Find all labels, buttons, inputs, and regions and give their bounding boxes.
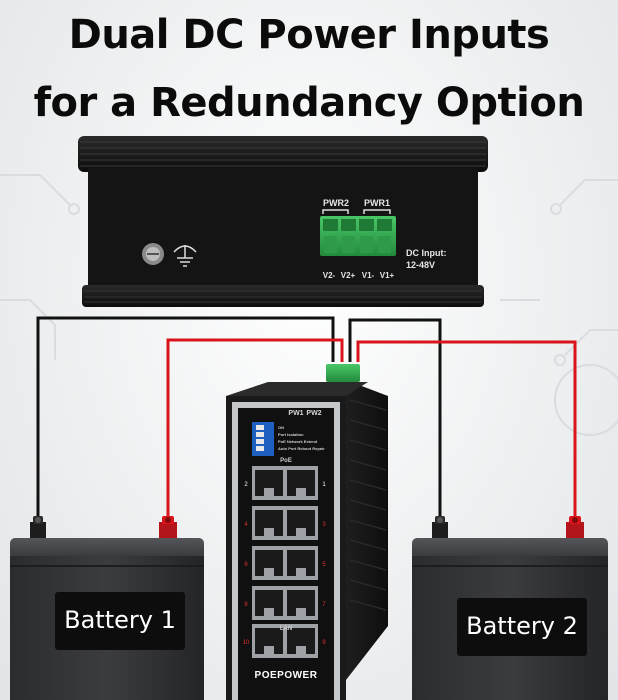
port-number: 10 — [243, 640, 250, 646]
battery-2-negative-terminal — [432, 516, 448, 540]
port-number: 7 — [322, 602, 326, 608]
port-number: 4 — [244, 522, 248, 528]
battery-2-label: Battery 2 — [466, 612, 578, 640]
dip-poe-extend: PoE Network Extend — [278, 439, 318, 444]
port-number: 6 — [244, 562, 248, 568]
battery-2 — [412, 516, 608, 700]
pwr2-label: PWR2 — [323, 198, 349, 208]
rj45-latch-slot — [264, 568, 274, 576]
rj45-latch-slot — [296, 568, 306, 576]
port-number: 1 — [322, 482, 326, 488]
brand-logo: POEPOWER — [255, 670, 318, 681]
rj45-latch-slot — [296, 488, 306, 496]
rj45-latch-slot — [296, 646, 306, 654]
rj45-ports: 2 1 4 3 6 5 8 7 10 9 — [243, 466, 326, 658]
dip-on-label: ON — [278, 425, 284, 430]
port-number: 2 — [244, 482, 248, 488]
ground-symbol-icon — [173, 245, 197, 267]
pw2-label: PW2 — [306, 410, 321, 417]
circuit-background — [0, 174, 618, 436]
headline-line-2: for a Redundancy Option — [33, 80, 585, 126]
dip-port-isolation: Port Isolation — [278, 432, 304, 437]
dip-auto-reboot: Auto Port Reboot Repair — [278, 446, 325, 451]
headline-line-1: Dual DC Power Inputs — [68, 12, 550, 58]
ground-screw-icon — [142, 243, 164, 265]
port-number: 5 — [322, 562, 326, 568]
battery-1-positive-terminal — [159, 516, 177, 540]
lan-label: LAN — [280, 626, 292, 632]
terminal-v1-minus: V1- — [362, 271, 375, 280]
battery-1 — [10, 516, 204, 700]
rj45-latch-slot — [264, 528, 274, 536]
dc-input-voltage: 12-48V — [406, 260, 435, 270]
port-number: 3 — [322, 522, 326, 528]
dip-switch — [252, 422, 274, 456]
rj45-latch-slot — [296, 528, 306, 536]
pwr1-label: PWR1 — [364, 198, 390, 208]
rj45-latch-slot — [264, 608, 274, 616]
battery-1-negative-terminal — [30, 516, 46, 540]
port-number: 8 — [244, 602, 248, 608]
terminal-v1-plus: V1+ — [380, 271, 395, 280]
dc-input-label: DC Input: — [406, 248, 447, 258]
port-number: 9 — [322, 640, 326, 646]
terminal-v2-plus: V2+ — [341, 271, 356, 280]
industrial-switch-top-panel: PWR2 PWR1 V2- V2+ V1- V1+ DC Input: 12-4… — [78, 136, 488, 307]
pw1-label: PW1 — [288, 410, 303, 417]
rj45-latch-slot — [264, 646, 274, 654]
battery-2-positive-terminal — [566, 516, 584, 540]
dc-terminal-block — [320, 216, 396, 256]
rj45-latch-slot — [264, 488, 274, 496]
poe-switch-front: PW1 PW2 ON Port Isolation PoE Network Ex… — [226, 364, 388, 700]
poe-label: PoE — [280, 458, 292, 464]
power-wires — [36, 316, 577, 524]
battery-1-label: Battery 1 — [64, 606, 176, 634]
terminal-v2-minus: V2- — [323, 271, 336, 280]
rj45-latch-slot — [296, 608, 306, 616]
